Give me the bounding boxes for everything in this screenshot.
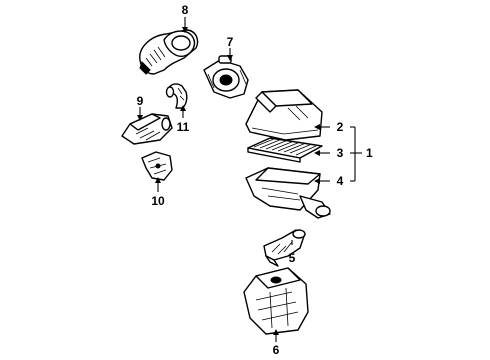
part-10-bracket [141,151,173,181]
part-4-air-cleaner-case [245,167,331,219]
callout-6: 6 [273,343,280,357]
part-7-air-flow-meter [203,55,249,99]
callout-8: 8 [182,3,189,17]
callout-10: 10 [151,194,165,208]
part-3-filter-element [247,137,323,163]
callout-9: 9 [137,94,144,108]
callout-2: 2 [337,120,344,134]
part-6-lower-resonator [243,267,309,335]
callout-5: 5 [289,251,296,265]
leader-lines [137,17,362,342]
callout-4: 4 [337,174,344,188]
part-8-intake-elbow [139,29,199,75]
part-2-air-cleaner-cover [245,89,323,141]
part-11-small-hose [165,83,188,109]
part-9-resonator [121,113,173,145]
callout-7: 7 [227,35,234,49]
callout-3: 3 [337,146,344,160]
part-5-lower-duct [263,229,306,267]
callout-11: 11 [177,120,190,134]
callout-1: 1 [366,146,373,160]
